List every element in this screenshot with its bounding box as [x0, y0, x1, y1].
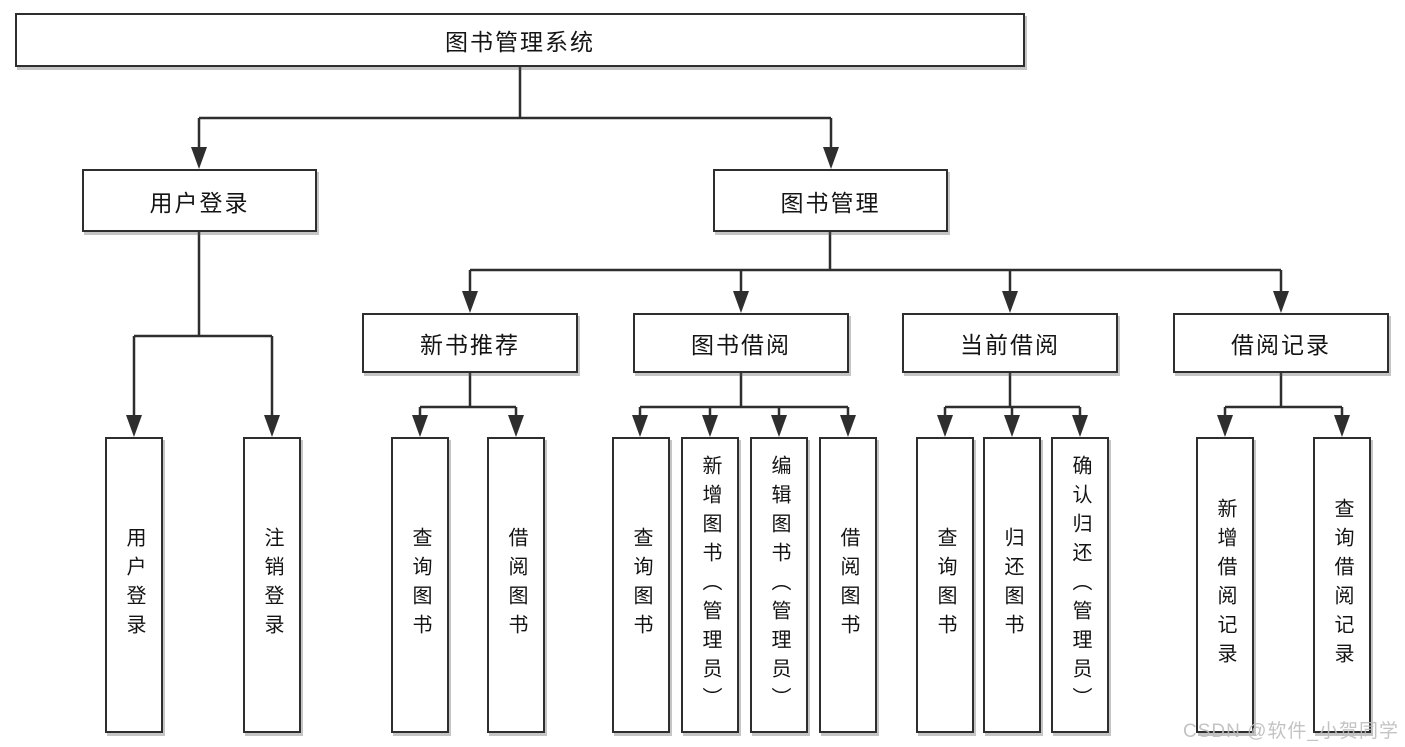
node-leaf-borrow-books-borrowing-label: 借阅图书 — [837, 527, 859, 643]
node-leaf-query-books-recommend-label: 查询图书 — [409, 527, 431, 643]
arrowhead — [937, 415, 953, 437]
node-leaf-query-borrow-record-label: 查询借阅记录 — [1331, 498, 1353, 672]
arrowhead — [126, 415, 142, 437]
node-leaf-add-book-admin: 新增图书（管理员） — [681, 437, 739, 733]
node-leaf-user-login: 用户登录 — [105, 437, 163, 733]
node-leaf-return-books: 归还图书 — [983, 437, 1041, 733]
node-leaf-edit-book-admin: 编辑图书（管理员） — [750, 437, 808, 733]
arrowhead — [1273, 291, 1289, 313]
node-leaf-confirm-return-admin-label: 确认归还（管理员） — [1069, 454, 1091, 716]
arrowhead — [702, 415, 718, 437]
arrowhead — [191, 147, 207, 169]
connector-current-to-leaves — [943, 373, 1082, 418]
node-leaf-query-borrow-record: 查询借阅记录 — [1313, 437, 1371, 733]
node-leaf-add-borrow-record-label: 新增借阅记录 — [1214, 498, 1236, 672]
node-leaf-borrow-books-borrowing: 借阅图书 — [819, 437, 877, 733]
node-root: 图书管理系统 — [15, 13, 1025, 67]
node-leaf-logout: 注销登录 — [243, 437, 301, 733]
connector-newbook-to-leaves — [418, 373, 518, 418]
node-leaf-query-books-recommend: 查询图书 — [391, 437, 449, 733]
node-new-book-recommend: 新书推荐 — [362, 313, 578, 373]
connector-root-to-level2 — [197, 67, 833, 150]
arrowhead — [264, 415, 280, 437]
connector-records-to-leaves — [1223, 373, 1344, 418]
node-root-label: 图书管理系统 — [445, 29, 595, 55]
arrowhead — [462, 291, 478, 313]
arrowhead — [632, 415, 648, 437]
arrowhead — [1002, 291, 1018, 313]
node-book-management-label: 图书管理 — [780, 189, 881, 216]
connector-bookmgmt-to-level3 — [468, 232, 1283, 294]
watermark: CSDN @软件_小贺同学 — [1183, 721, 1399, 742]
node-leaf-add-book-admin-label: 新增图书（管理员） — [699, 454, 721, 716]
node-leaf-add-borrow-record: 新增借阅记录 — [1196, 437, 1254, 733]
arrowheads — [126, 147, 1350, 437]
connector-userlogin-to-leaves — [132, 232, 274, 418]
arrowhead — [771, 415, 787, 437]
node-leaf-return-books-label: 归还图书 — [1001, 527, 1023, 643]
node-current-borrowing: 当前借阅 — [902, 313, 1118, 373]
node-leaf-query-books-borrowing-label: 查询图书 — [630, 527, 652, 643]
node-leaf-borrow-books-recommend-label: 借阅图书 — [505, 527, 527, 643]
node-leaf-confirm-return-admin: 确认归还（管理员） — [1051, 437, 1109, 733]
node-leaf-user-login-label: 用户登录 — [123, 527, 145, 643]
arrowhead — [840, 415, 856, 437]
node-leaf-logout-label: 注销登录 — [261, 527, 283, 643]
arrowhead — [733, 291, 749, 313]
arrowhead — [1004, 415, 1020, 437]
node-leaf-query-books-borrowing: 查询图书 — [612, 437, 670, 733]
node-leaf-borrow-books-recommend: 借阅图书 — [487, 437, 545, 733]
arrowhead — [1072, 415, 1088, 437]
node-leaf-query-books-current: 查询图书 — [916, 437, 974, 733]
node-user-login-label: 用户登录 — [149, 189, 250, 216]
connector-borrow-to-leaves — [638, 373, 850, 418]
node-current-borrowing-label: 当前借阅 — [960, 332, 1060, 358]
arrowhead — [412, 415, 428, 437]
node-user-login: 用户登录 — [82, 169, 317, 232]
arrowhead — [1334, 415, 1350, 437]
node-borrowing-records-label: 借阅记录 — [1231, 332, 1331, 358]
node-book-borrowing-label: 图书借阅 — [691, 332, 791, 358]
node-leaf-edit-book-admin-label: 编辑图书（管理员） — [768, 454, 790, 716]
node-new-book-recommend-label: 新书推荐 — [420, 332, 520, 358]
node-leaf-query-books-current-label: 查询图书 — [934, 527, 956, 643]
node-book-management: 图书管理 — [713, 169, 948, 232]
node-borrowing-records: 借阅记录 — [1173, 313, 1389, 373]
node-book-borrowing: 图书借阅 — [633, 313, 849, 373]
arrowhead — [823, 147, 839, 169]
arrowhead — [1217, 415, 1233, 437]
arrowhead — [508, 415, 524, 437]
